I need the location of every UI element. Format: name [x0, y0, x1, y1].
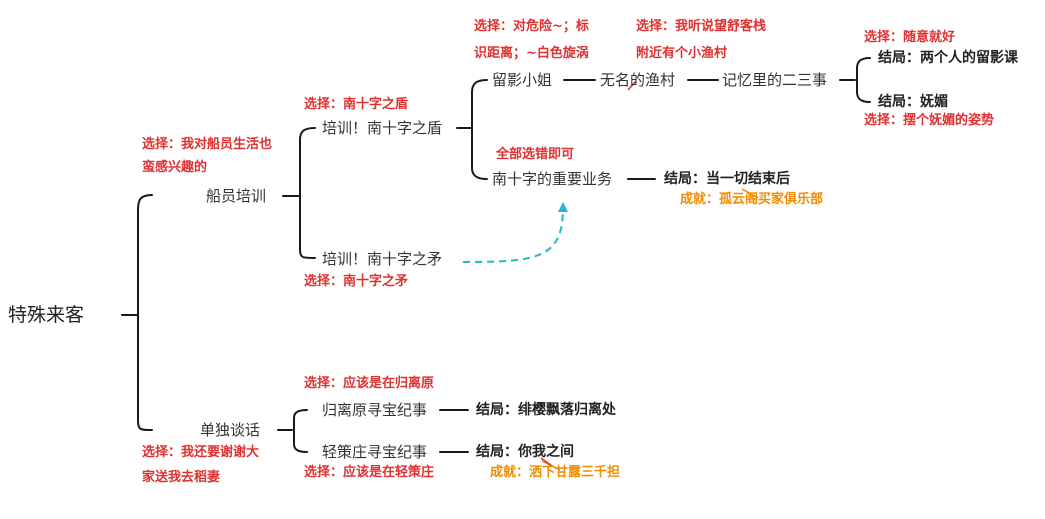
choice-business: 全部选错即可 [496, 147, 575, 162]
choice-crew-training-line2: 蛮感兴趣的 [142, 160, 208, 175]
node-guili-treasure: 归离原寻宝纪事 [322, 401, 428, 419]
node-qingce-treasure: 轻策庄寻宝纪事 [322, 443, 428, 461]
choice-village-line1: 选择：我听说望舒客栈 [636, 19, 767, 34]
choice-crew-training-line1: 选择：我对船员生活也 [142, 137, 273, 152]
choice-eileen-line1: 选择：对危险~；标 [474, 19, 589, 34]
connector-shield-fork [471, 79, 488, 180]
dashed-link-arrow [462, 202, 568, 263]
choice-guili: 选择：应该是在归离原 [304, 376, 435, 391]
choice-charming-pose: 选择：摆个妩媚的姿势 [864, 113, 995, 128]
choice-spear: 选择：南十字之矛 [304, 274, 409, 289]
choice-casual: 选择：随意就好 [864, 30, 956, 45]
root-node: 特殊来客 [8, 304, 85, 326]
node-crew-training: 船员培训 [206, 187, 267, 205]
connector-root-fork [137, 194, 153, 431]
node-spear-training: 培训！南十字之矛 [322, 250, 443, 268]
ending-between-you-and-me: 结局：你我之间 [476, 444, 574, 460]
connector-training-fork [299, 127, 316, 259]
choice-qingce: 选择：应该是在轻策庄 [304, 465, 435, 480]
ending-when-all-ends: 结局：当一切结束后 [664, 171, 790, 187]
ending-charming: 结局：妩媚 [878, 94, 948, 110]
choice-pointer-qingce [540, 457, 553, 467]
connector-memories-fork [856, 57, 871, 103]
node-private-talk: 单独谈话 [200, 421, 261, 439]
achievement-buyers-club: 成就：孤云阁买家俱乐部 [680, 192, 824, 207]
achievement-pointer-business [741, 188, 759, 199]
ending-two-person-lesson: 结局：两个人的留影课 [878, 50, 1018, 66]
choice-village-line2: 附近有个小渔村 [636, 46, 728, 61]
node-important-business: 南十字的重要业务 [492, 170, 613, 188]
node-shield-training: 培训！南十字之盾 [322, 119, 443, 137]
choice-shield: 选择：南十字之盾 [304, 97, 409, 112]
connector-talk-fork [293, 409, 308, 453]
node-fishing-village: 无名的渔村 [600, 71, 676, 89]
choice-pointer-village [627, 80, 637, 91]
choice-private-talk-line1: 选择：我还要谢谢大 [142, 445, 260, 460]
ending-sakura-falls: 结局：绯樱飘落归离处 [476, 402, 616, 418]
choice-eileen-line2: 识距离；~白色旋涡 [474, 46, 589, 61]
achievement-sweet-dew: 成就：洒下甘露三千担 [490, 465, 621, 480]
node-memories: 记忆里的二三事 [722, 71, 828, 89]
choice-private-talk-line2: 家送我去稻妻 [142, 470, 221, 485]
node-eileen: 留影小姐 [492, 71, 553, 89]
